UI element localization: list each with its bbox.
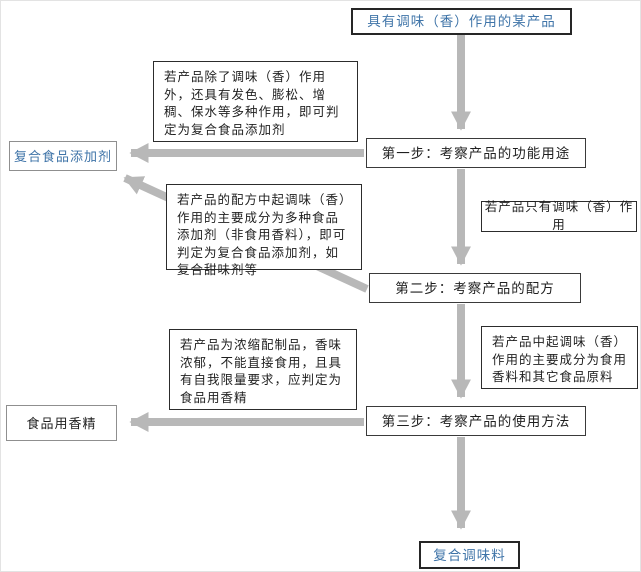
node-top-product: 具有调味（香）作用的某产品	[351, 8, 572, 35]
note-multi-function: 若产品除了调味（香）作用外，还具有发色、膨松、增稠、保水等多种作用，即可判定为复…	[153, 61, 358, 142]
note-concentrate: 若产品为浓缩配制品，香味浓郁，不能直接食用，且具有自我限量要求，应判定为食品用香…	[169, 329, 357, 410]
node-step-2: 第二步：考察产品的配方	[369, 273, 581, 303]
node-result-compound-additive: 复合食品添加剂	[9, 141, 117, 171]
node-result-compound-seasoning: 复合调味料	[419, 541, 520, 569]
note-only-flavor: 若产品只有调味（香）作用	[481, 200, 637, 232]
node-step-3: 第三步：考察产品的使用方法	[366, 406, 586, 436]
node-result-food-flavor: 食品用香精	[6, 405, 117, 441]
note-formula-additives: 若产品的配方中起调味（香）作用的主要成分为多种食品添加剂（非食用香料），即可判定…	[166, 184, 362, 277]
node-step-1: 第一步：考察产品的功能用途	[366, 138, 586, 168]
note-flavor-ingredients: 若产品中起调味（香）作用的主要成分为食用香料和其它食品原料	[481, 326, 638, 389]
